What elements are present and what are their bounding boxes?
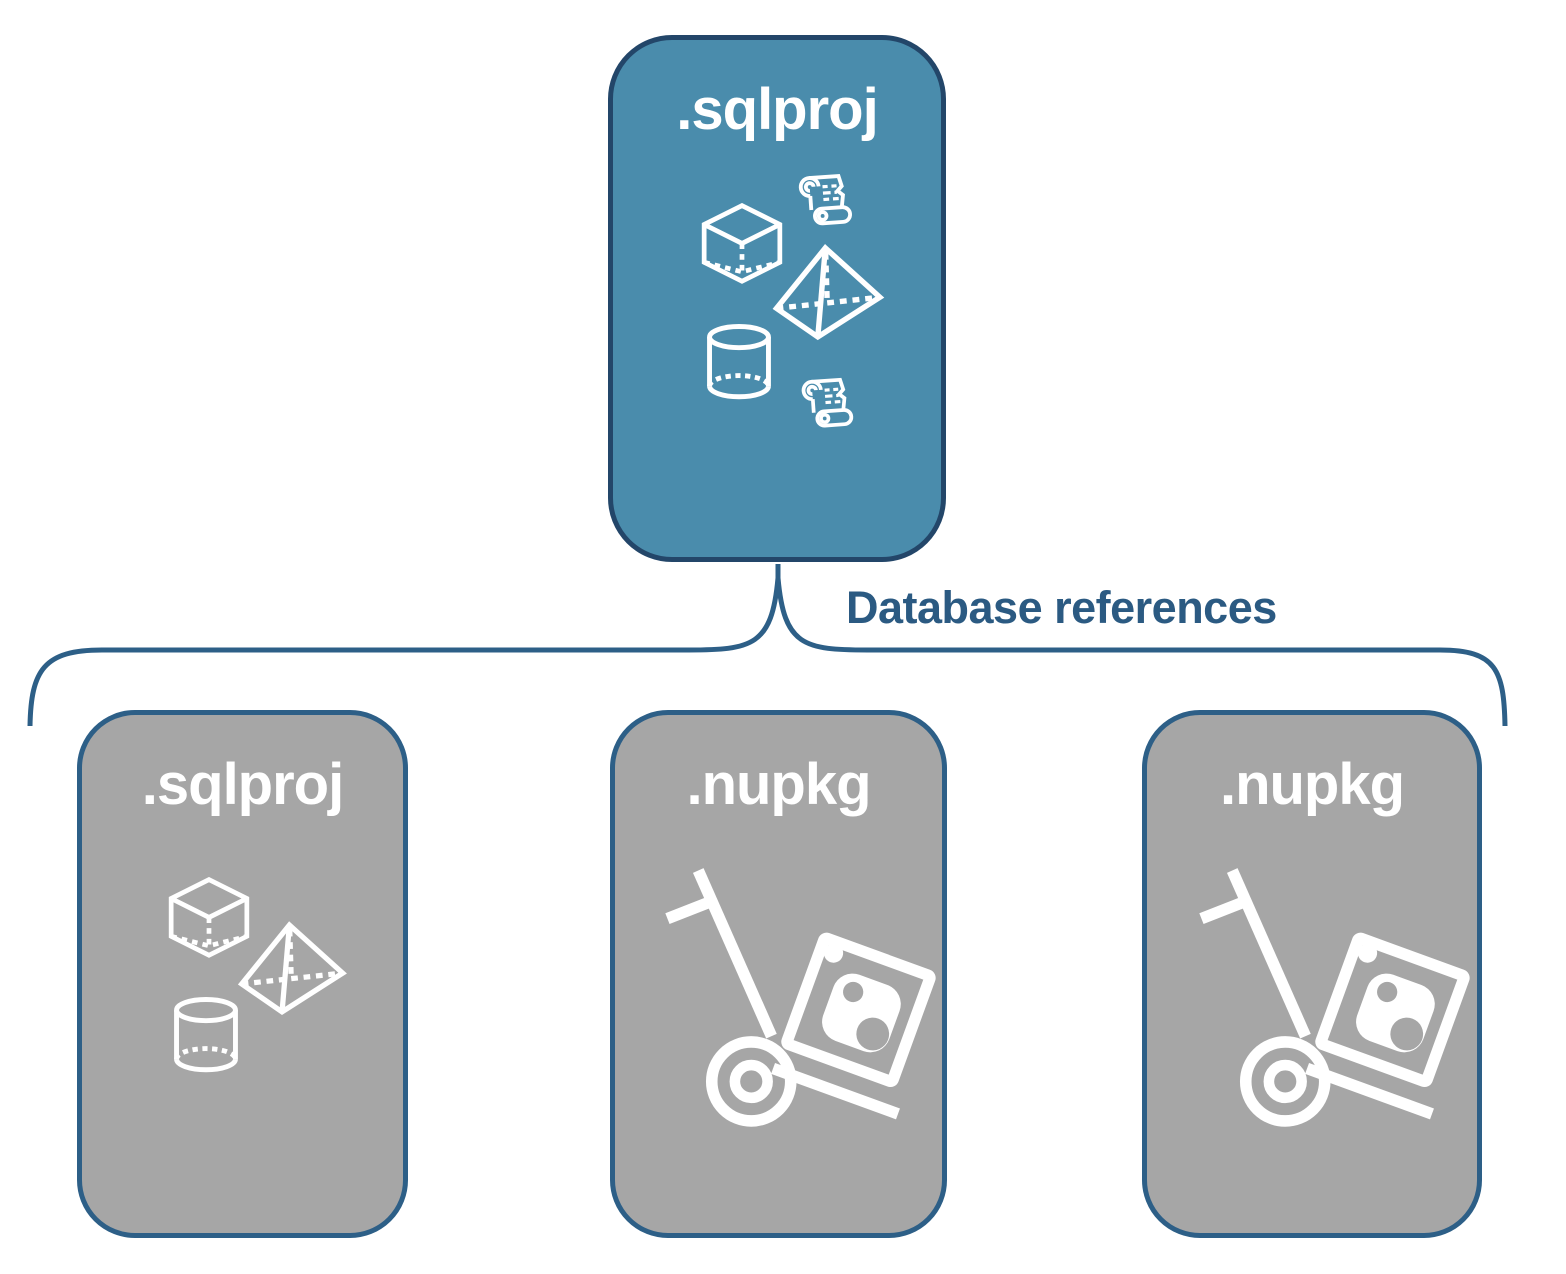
child-nupkg-box-1: .nupkg <box>610 710 947 1238</box>
pyramid-icon <box>772 244 885 341</box>
nuget-handtruck-icon <box>1199 868 1470 1127</box>
nuget-handtruck-icon <box>665 868 936 1127</box>
child-nupkg-box-2: .nupkg <box>1142 710 1482 1238</box>
cube-icon <box>168 877 250 958</box>
root-sqlproj-box: .sqlproj <box>608 35 946 562</box>
cube-icon <box>701 203 783 284</box>
child-sqlproj-box: .sqlproj <box>77 710 408 1238</box>
database-references-label: Database references <box>846 582 1277 633</box>
scroll-icon <box>798 174 853 226</box>
child-box-title: .nupkg <box>686 752 871 817</box>
child-box-title: .sqlproj <box>141 752 344 817</box>
cylinder-icon <box>174 997 238 1073</box>
root-box-title: .sqlproj <box>676 77 878 142</box>
child-box-title: .nupkg <box>1219 752 1405 817</box>
scroll-icon <box>801 377 854 428</box>
pyramid-icon <box>237 921 347 1016</box>
cylinder-icon <box>707 324 771 400</box>
